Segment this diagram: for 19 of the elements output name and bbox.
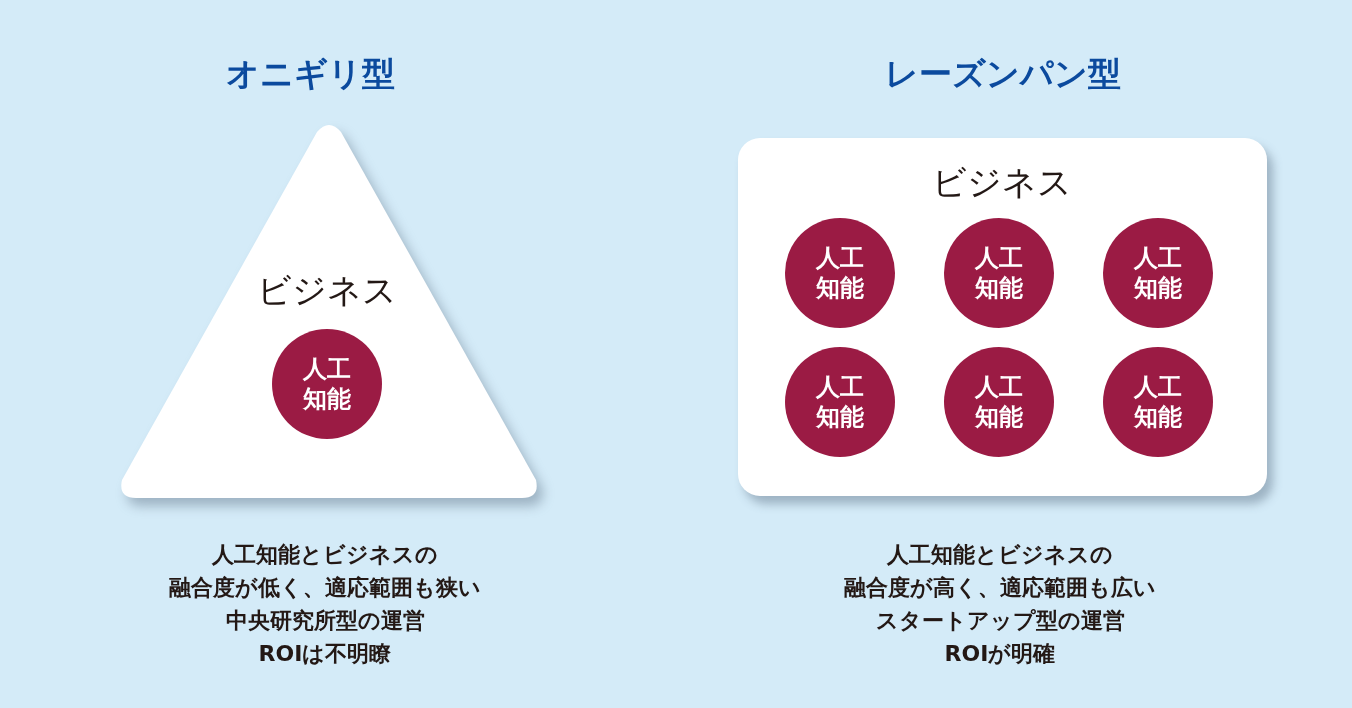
caption-line: 人工知能とビジネスの [212,541,438,569]
ai-circle: 人工知能 [1103,347,1213,457]
caption-line: ROIが明確 [944,640,1056,668]
caption-line: スタートアップ型の運営 [875,607,1125,635]
rounded-panel [738,138,1267,496]
ai-circle: 人工知能 [944,218,1054,328]
business-label: ビジネス [257,269,397,312]
caption-line: 融合度が低く、適応範囲も狭い [169,574,481,602]
ai-circle: 人工知能 [1103,218,1213,328]
ai-circle: 人工知能 [944,347,1054,457]
caption-line: 融合度が高く、適応範囲も広い [844,574,1156,602]
heading: レーズンパン型 [885,53,1121,95]
caption-line: 中央研究所型の運営 [225,607,425,635]
ai-circle: 人工知能 [785,218,895,328]
caption-line: 人工知能とビジネスの [887,541,1113,569]
ai-circle: 人工知能 [785,347,895,457]
business-label: ビジネス [932,161,1072,204]
caption-line: ROIは不明瞭 [258,640,392,668]
heading: オニギリ型 [225,53,395,95]
